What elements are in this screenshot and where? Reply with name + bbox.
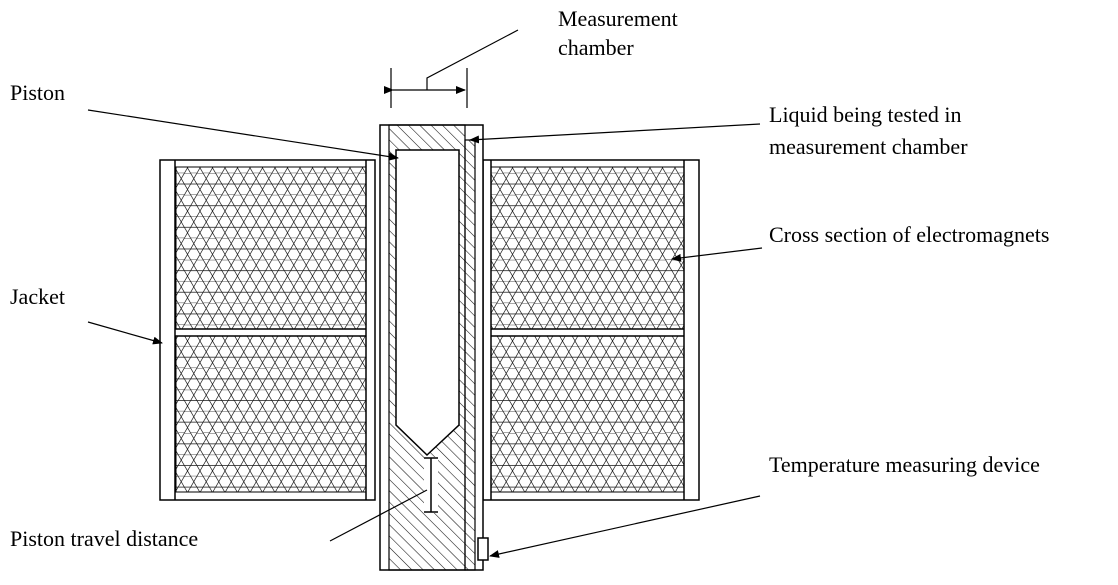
- right-electromagnet-block: [482, 159, 700, 501]
- label-temperature: Temperature measuring device: [769, 452, 1040, 477]
- measurement-chamber: [379, 124, 489, 571]
- label-piston-travel: Piston travel distance: [10, 526, 198, 551]
- left-lower-coil: [175, 335, 367, 493]
- temperature-probe: [477, 537, 489, 561]
- electromagnets-leader: [671, 247, 763, 262]
- right-lower-coil: [490, 335, 685, 493]
- temperature-leader: [489, 495, 761, 558]
- label-jacket: Jacket: [10, 284, 65, 309]
- label-liquid-2: measurement chamber: [769, 134, 968, 159]
- right-upper-coil: [490, 166, 685, 330]
- piston-leader: [87, 109, 399, 161]
- piston-travel-marker: [424, 457, 438, 513]
- label-piston: Piston: [10, 80, 65, 105]
- chamber-right-wall: [464, 139, 476, 571]
- piston-body: [395, 149, 460, 457]
- piston-travel-leader: [329, 489, 428, 542]
- label-electromagnets: Cross section of electromagnets: [769, 222, 1049, 247]
- label-measurement-chamber-1: Measurement: [558, 6, 678, 31]
- label-measurement-chamber-2: chamber: [558, 35, 634, 60]
- liquid-leader: [469, 123, 761, 144]
- chamber-width-dimension: [384, 29, 519, 108]
- left-jacket-frame: [159, 159, 376, 501]
- jacket-leader: [87, 321, 163, 345]
- left-electromagnet-block: [159, 159, 376, 501]
- left-upper-coil: [175, 166, 367, 330]
- label-liquid-1: Liquid being tested in: [769, 102, 961, 127]
